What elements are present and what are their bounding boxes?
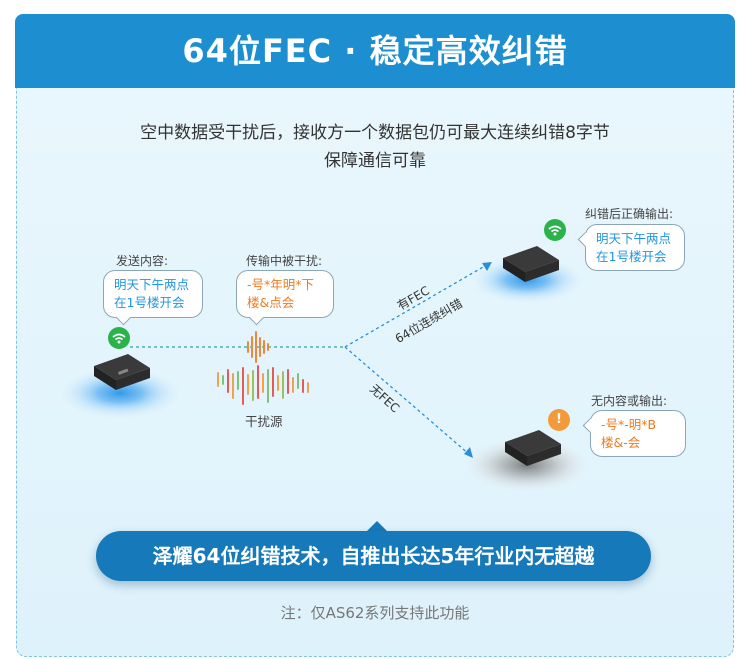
sender-message-line-1: 明天下午两点: [114, 277, 190, 292]
description-line-1: 空中数据受干扰后，接收方一个数据包仍可最大连续纠错8字节: [140, 123, 610, 143]
receiver-nofec-message-line-1: -号*-明*B: [601, 417, 657, 432]
wifi-glyph: [112, 333, 126, 344]
receiver-fec-message-line-1: 明天下午两点: [596, 231, 672, 246]
interference-label: 传输中被干扰:: [246, 254, 323, 268]
receiver-fec-message-bubble: 明天下午两点 在1号楼开会: [577, 224, 685, 271]
interference-message-line-1: -号*年明*下: [247, 277, 315, 292]
wifi-icon: [108, 327, 130, 349]
interference-waveform: [247, 331, 269, 363]
receiver-nofec-message-line-2: 楼&-会: [601, 435, 641, 450]
receiver-nofec-device-icon: [505, 430, 561, 466]
receiver-nofec-message-bubble: -号*-明*B 楼&-会: [582, 410, 686, 457]
receiver-fec-device-icon: [503, 246, 559, 282]
sender-device-icon: [94, 354, 150, 390]
interference-source-icon: [217, 365, 309, 405]
banner-notch: [366, 521, 388, 532]
sender-message-line-2: 在1号楼开会: [114, 295, 185, 310]
sender-message-bubble: 明天下午两点 在1号楼开会: [103, 270, 203, 326]
interference-message-line-2: 楼&点会: [247, 295, 295, 310]
description-line-2: 保障通信可靠: [324, 151, 426, 171]
footnote: 注：仅AS62系列支持此功能: [280, 604, 470, 622]
exclamation-icon: !: [548, 409, 570, 431]
wifi-glyph-2: [548, 225, 562, 236]
sender-label: 发送内容:: [116, 254, 169, 268]
interference-source-label: 干扰源: [245, 414, 283, 429]
page-title: 64位FEC · 稳定高效纠错: [15, 14, 735, 88]
receiver-fec-message-line-2: 在1号楼开会: [596, 249, 667, 264]
receiver-nofec-label: 无内容或输出:: [591, 394, 668, 408]
receiver-fec-label: 纠错后正确输出:: [585, 207, 674, 221]
highlight-banner: 泽耀64位纠错技术，自推出长达5年行业内无超越: [96, 531, 651, 581]
fec-path-line: [344, 262, 491, 348]
interference-message-bubble: -号*年明*下 楼&点会: [236, 270, 334, 326]
nofec-path-line: [344, 346, 471, 456]
sender-glow: [58, 367, 182, 419]
receiver-fec-wifi-icon: [544, 219, 566, 241]
